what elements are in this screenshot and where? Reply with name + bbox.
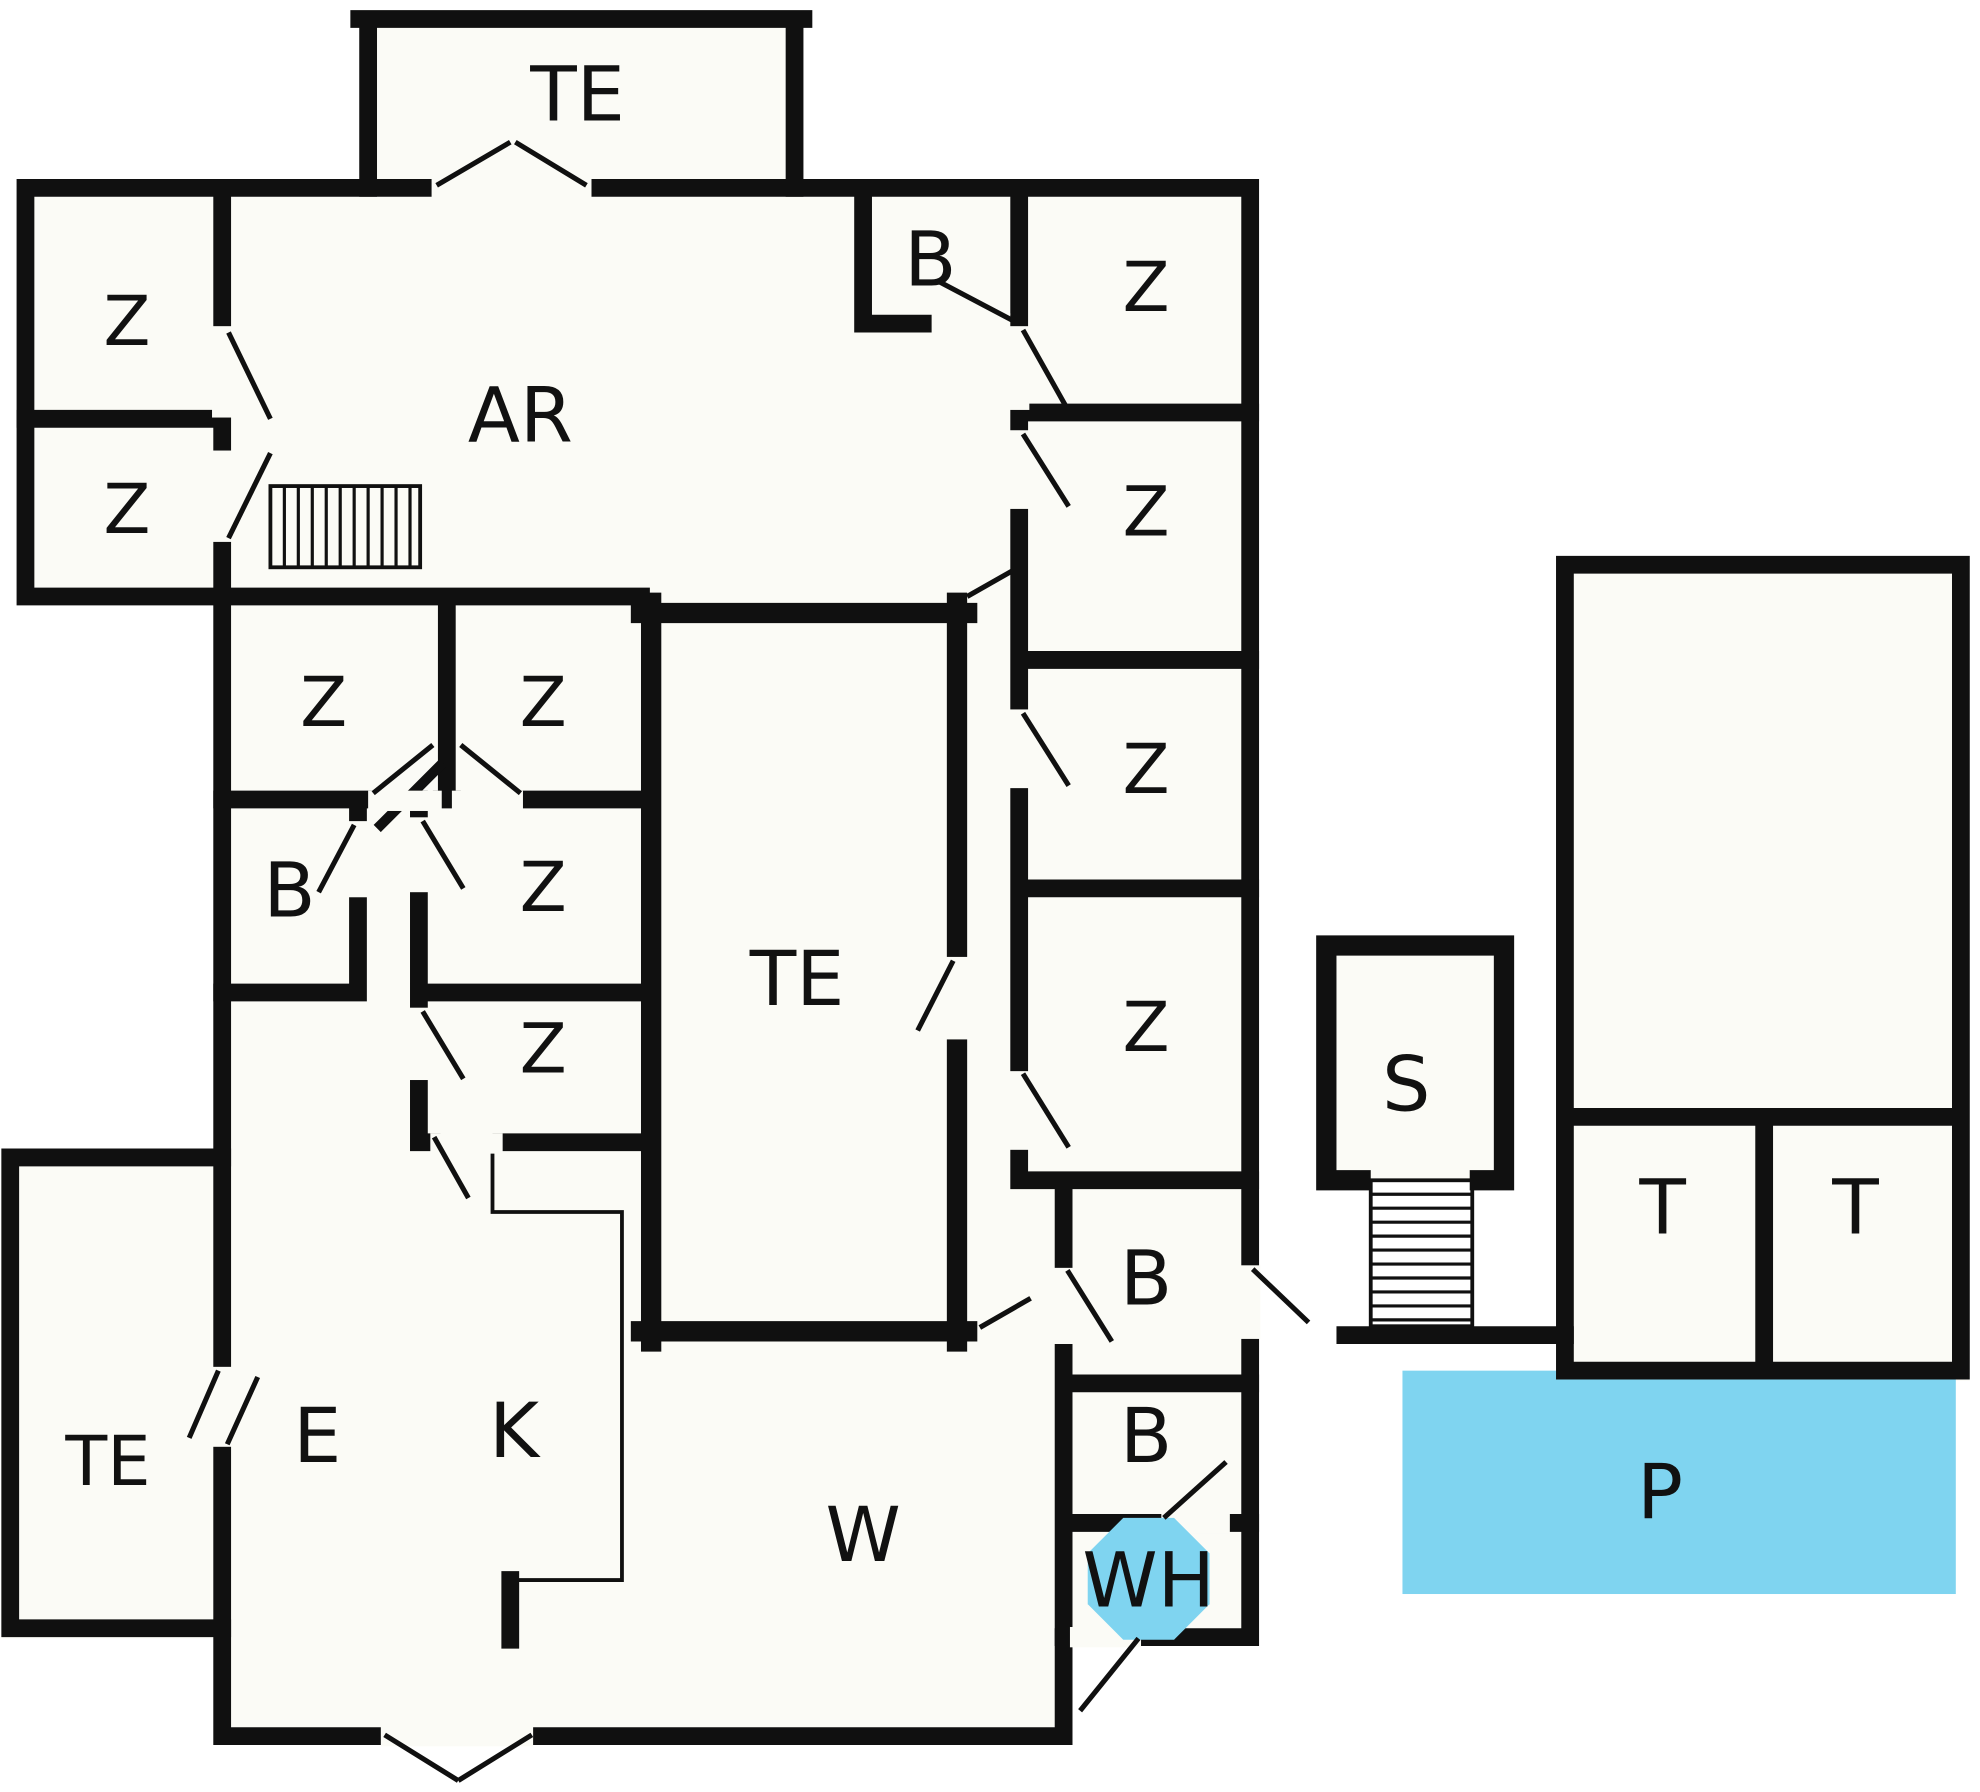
terrace-center-walls [630, 592, 978, 1352]
room-label-wh: WH [1082, 1536, 1215, 1625]
room-label-z-mid-2: Z [520, 663, 567, 743]
interior-walls [1, 10, 1574, 1649]
main-building-floor [25, 187, 1251, 1737]
room-label-b-mid: B [263, 845, 315, 934]
whirlpool-octagon [1087, 1517, 1210, 1640]
room-label-terrace-top: TE [529, 50, 625, 139]
outer-wall [16, 178, 1260, 1746]
room-label-b-right-1: B [1120, 1234, 1172, 1323]
room-label-z-upper-left-1: Z [104, 282, 151, 362]
room-label-z-right-1: Z [1123, 248, 1170, 328]
room-label-z-right-4: Z [1123, 988, 1170, 1068]
room-label-z-mid-3: Z [520, 848, 567, 928]
room-label-z-mid-1: Z [300, 663, 347, 743]
floor-fills [1, 10, 1970, 1737]
terrace-top-floor [359, 10, 804, 197]
room-label-b-top: B [904, 215, 956, 304]
terrace-left-floor [1, 1148, 223, 1639]
room-label-terrace-center: TE [749, 934, 845, 1023]
door-swings [186, 139, 1311, 1783]
staircase-patio [1368, 1178, 1475, 1329]
door-openings [212, 176, 1261, 1747]
room-label-z-upper-left-2: Z [104, 470, 151, 550]
room-label-ar: AR [468, 371, 573, 460]
kitchen-counter-line [490, 1152, 624, 1582]
walls [1, 10, 1970, 1746]
staircase-main [268, 484, 423, 570]
room-labels: TE Z Z AR B Z Z Z Z Z Z B Z Z TE B B TE … [64, 50, 1879, 1625]
room-label-z-mid-4: Z [520, 1009, 567, 1089]
room-label-t-2: T [1831, 1163, 1879, 1252]
room-label-terrace-left: TE [64, 1422, 150, 1502]
room-label-w: W [825, 1490, 900, 1579]
room-label-z-right-2: Z [1123, 473, 1170, 553]
room-label-s: S [1382, 1039, 1430, 1128]
room-label-t-1: T [1638, 1163, 1686, 1252]
s-building-walls [1316, 935, 1515, 1191]
right-building-walls [1556, 555, 1970, 1380]
room-label-b-right-2: B [1120, 1391, 1172, 1480]
s-building-floor [1317, 936, 1513, 1191]
pool [1402, 1370, 1956, 1595]
room-label-k: K [489, 1386, 541, 1475]
room-label-pool: P [1637, 1447, 1683, 1536]
room-label-z-right-3: Z [1123, 730, 1170, 810]
room-label-e: E [293, 1391, 341, 1480]
